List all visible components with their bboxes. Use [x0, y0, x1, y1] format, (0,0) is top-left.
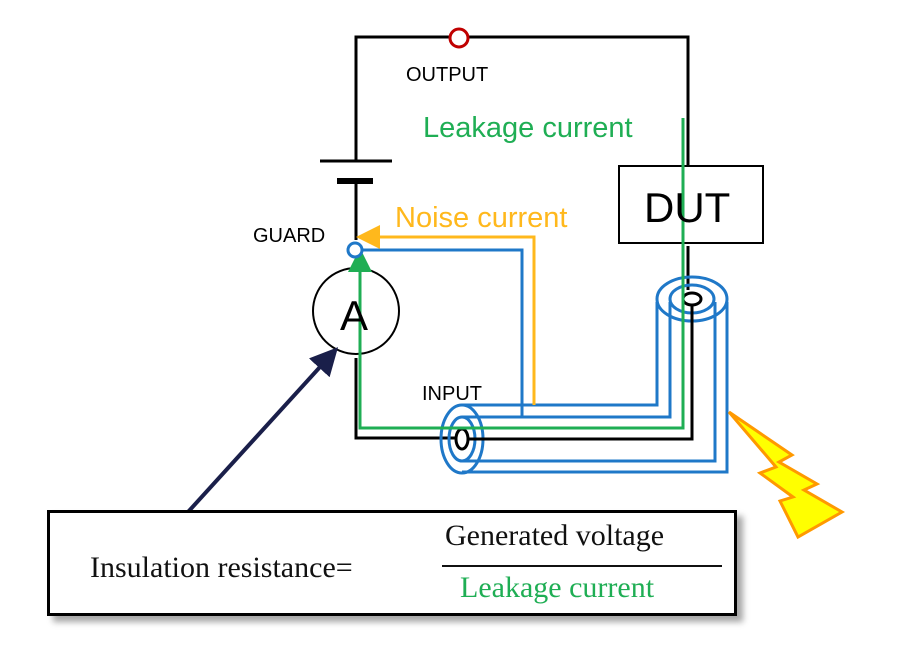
- output-label: OUTPUT: [406, 64, 488, 86]
- center-conductor: [468, 305, 694, 441]
- formula-lhs: Insulation resistance=: [90, 551, 353, 585]
- formula-box: Insulation resistance= Generated voltage…: [47, 510, 737, 616]
- leakage-current-label: Leakage current: [423, 112, 633, 144]
- dut-coax-terminal: [681, 291, 703, 307]
- lightning-icon: [727, 410, 846, 540]
- guard-terminal: [346, 241, 364, 259]
- ammeter-label: A: [340, 292, 368, 339]
- input-label: INPUT: [422, 383, 482, 405]
- formula-numerator: Generated voltage: [445, 519, 665, 552]
- output-terminal: [448, 27, 470, 49]
- battery-icon: [320, 159, 392, 184]
- noise-current-label: Noise current: [395, 202, 567, 234]
- formula-denominator: Leakage current: [460, 571, 655, 604]
- dut-label: DUT: [644, 184, 730, 231]
- leakage-current-path: [348, 118, 685, 430]
- dut-box: [618, 165, 764, 244]
- input-terminal: [454, 427, 470, 451]
- noise-current-path: [356, 225, 536, 405]
- pointer-arrow: [186, 347, 339, 514]
- coax-cable: [362, 248, 729, 474]
- formula-lhs-text: Insulation resistance: [90, 551, 336, 584]
- fraction-bar: [442, 565, 722, 567]
- guard-label: GUARD: [253, 225, 325, 247]
- formula-equals: =: [335, 551, 353, 584]
